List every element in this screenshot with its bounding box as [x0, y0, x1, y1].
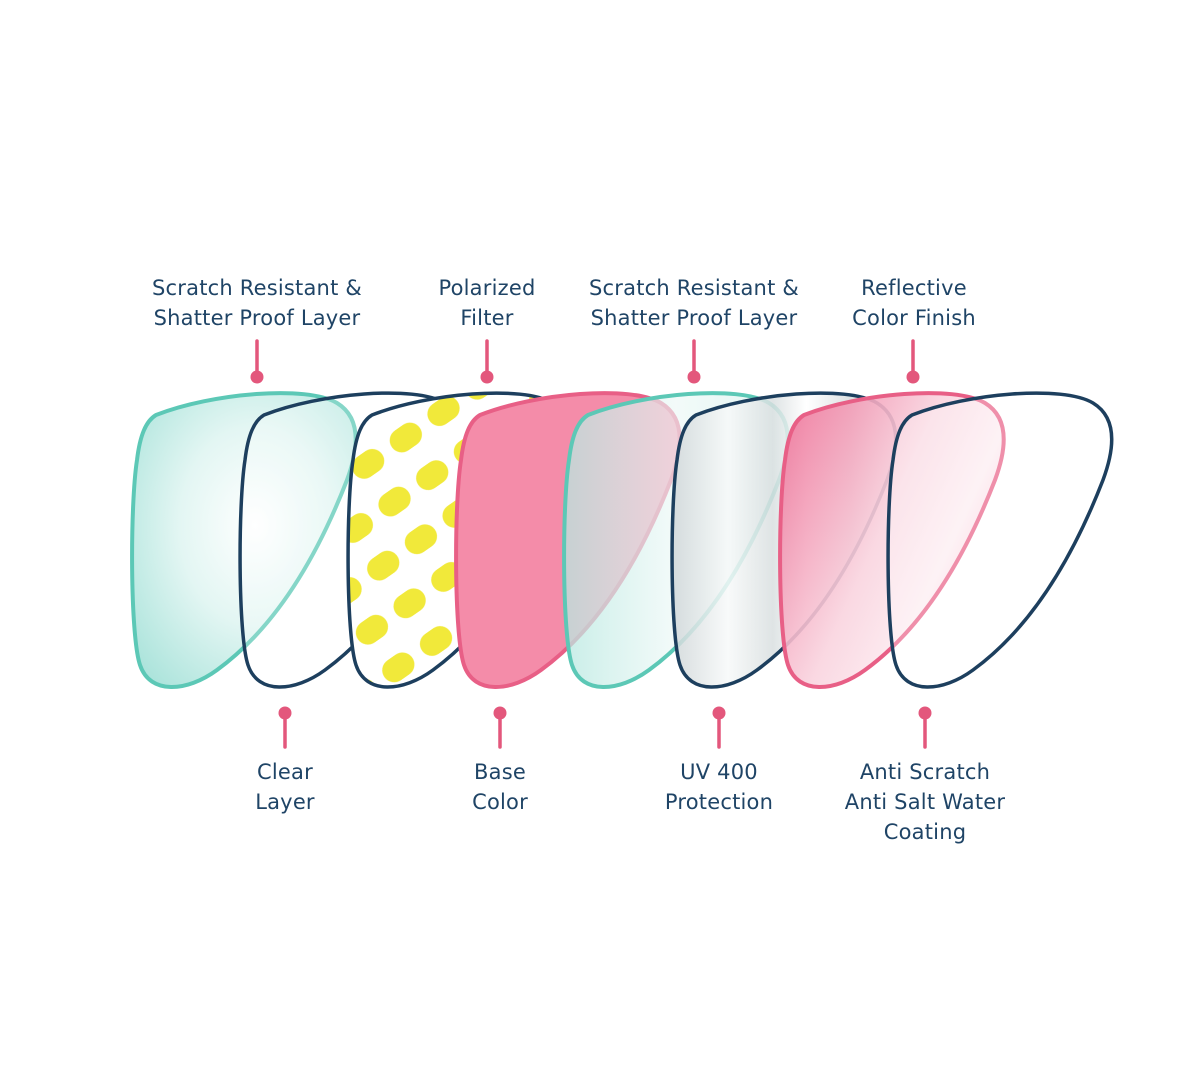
- top-pointer-3: [687, 339, 701, 384]
- label-line: Anti Salt Water: [844, 790, 1006, 814]
- label-scratch-resistant-2: Scratch Resistant & Shatter Proof Layer: [564, 273, 824, 333]
- label-uv-400-protection: UV 400 Protection: [589, 757, 849, 817]
- label-line: Polarized: [438, 276, 536, 300]
- bottom-pointer-3: [712, 706, 726, 749]
- bottom-pointer-4: [918, 706, 932, 749]
- label-line: Color: [472, 790, 528, 814]
- label-anti-scratch-coating: Anti Scratch Anti Salt Water Coating: [795, 757, 1055, 847]
- label-base-color: Base Color: [370, 757, 630, 817]
- label-clear-layer: Clear Layer: [155, 757, 415, 817]
- bottom-pointer-1: [278, 706, 292, 749]
- label-line: Shatter Proof Layer: [153, 306, 361, 330]
- label-line: Anti Scratch: [859, 760, 991, 784]
- label-reflective-color-finish: Reflective Color Finish: [784, 273, 1044, 333]
- top-pointer-2: [480, 339, 494, 384]
- label-line: UV 400: [680, 760, 758, 784]
- label-line: Scratch Resistant &: [589, 276, 799, 300]
- label-line: Color Finish: [852, 306, 976, 330]
- label-line: Reflective: [861, 276, 967, 300]
- label-line: Coating: [883, 820, 967, 844]
- label-scratch-resistant-1: Scratch Resistant & Shatter Proof Layer: [127, 273, 387, 333]
- label-line: Base: [474, 760, 526, 784]
- top-pointer-1: [250, 339, 264, 384]
- label-line: Filter: [460, 306, 514, 330]
- label-line: Clear: [257, 760, 313, 784]
- label-polarized-filter: Polarized Filter: [357, 273, 617, 333]
- label-line: Shatter Proof Layer: [590, 306, 798, 330]
- label-line: Layer: [255, 790, 315, 814]
- bottom-pointer-2: [493, 706, 507, 749]
- label-line: Scratch Resistant &: [152, 276, 362, 300]
- lens-anti-scratch-coating: [886, 391, 1114, 689]
- top-pointer-4: [906, 339, 920, 384]
- label-line: Protection: [664, 790, 774, 814]
